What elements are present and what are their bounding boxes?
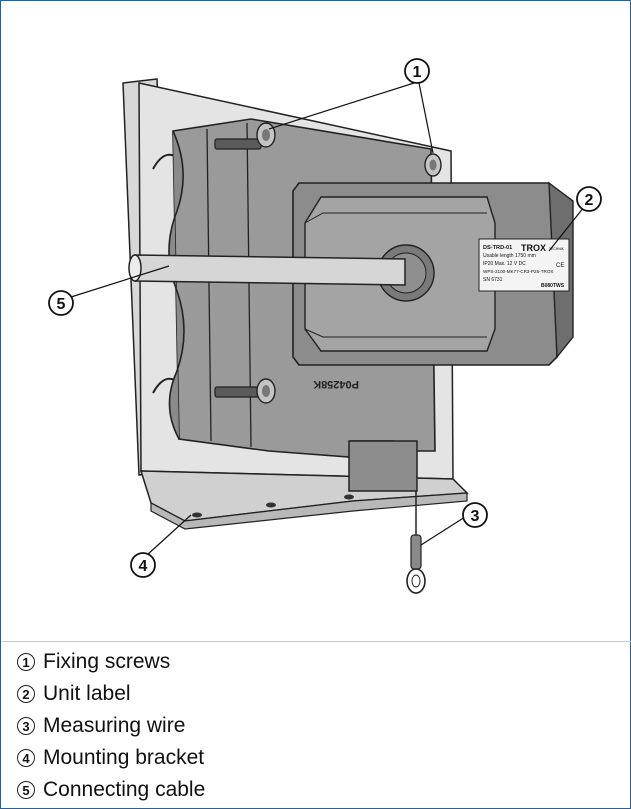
legend-number: 1 xyxy=(17,653,35,671)
fixing-screw-top-left xyxy=(256,122,276,148)
callout-legend: 1 Fixing screws 2 Unit label 3 Measuring… xyxy=(17,646,617,806)
unit-label-line4: WPS-2100-MK77-CR3-P25-TROX xyxy=(483,269,553,274)
legend-number: 5 xyxy=(17,781,35,799)
legend-label: Connecting cable xyxy=(43,778,206,801)
legend-number: 4 xyxy=(17,749,35,767)
legend-label: Unit label xyxy=(43,682,131,705)
legend-divider xyxy=(1,641,631,642)
unit-label-line3: IP20 Max. 12 V DC xyxy=(483,261,526,267)
unit-label-ce-mark: CE xyxy=(556,263,564,269)
svg-text:3: 3 xyxy=(471,508,480,525)
legend-label: Fixing screws xyxy=(43,650,171,673)
fixing-screw-bottom-left xyxy=(256,378,276,404)
legend-number: 3 xyxy=(17,717,35,735)
unit-label: DS-TRD-01 TROX TECHNIK Usable length 175… xyxy=(478,238,570,292)
unit-label-line5: SN 6731 xyxy=(483,277,503,283)
callout-3: 3 xyxy=(462,502,488,528)
legend-item-mounting-bracket: 4 Mounting bracket xyxy=(17,742,617,774)
legend-label: Mounting bracket xyxy=(43,746,205,769)
legend-number: 2 xyxy=(17,685,35,703)
legend-item-measuring-wire: 3 Measuring wire xyxy=(17,710,617,742)
callout-4: 4 xyxy=(130,552,156,578)
svg-text:5: 5 xyxy=(57,296,66,313)
callout-1: 1 xyxy=(404,58,430,84)
callout-2: 2 xyxy=(576,186,602,212)
measuring-wire xyxy=(406,491,426,594)
housing-marking: P04258K xyxy=(313,378,359,390)
legend-item-unit-label: 2 Unit label xyxy=(17,678,617,710)
device-diagram: P04258K DS-TRD-01 TROX TECHNIK Usable le… xyxy=(48,58,602,594)
unit-label-line6: B080TWS xyxy=(541,283,565,289)
leader-lines xyxy=(70,82,585,556)
unit-label-brand: TROX xyxy=(521,243,546,253)
svg-text:2: 2 xyxy=(585,192,594,209)
unit-label-brand-suffix: TECHNIK xyxy=(549,247,565,251)
unit-label-line1: DS-TRD-01 xyxy=(483,245,512,251)
connecting-cable xyxy=(128,254,406,286)
unit-label-line2: Usable length 1750 mm xyxy=(483,253,536,259)
svg-text:4: 4 xyxy=(139,558,148,575)
svg-text:1: 1 xyxy=(413,64,422,81)
fixing-screw-top-right xyxy=(424,153,442,177)
legend-item-connecting-cable: 5 Connecting cable xyxy=(17,774,617,806)
legend-label: Measuring wire xyxy=(43,714,186,737)
legend-item-fixing-screws: 1 Fixing screws xyxy=(17,646,617,678)
callout-5: 5 xyxy=(48,290,74,316)
